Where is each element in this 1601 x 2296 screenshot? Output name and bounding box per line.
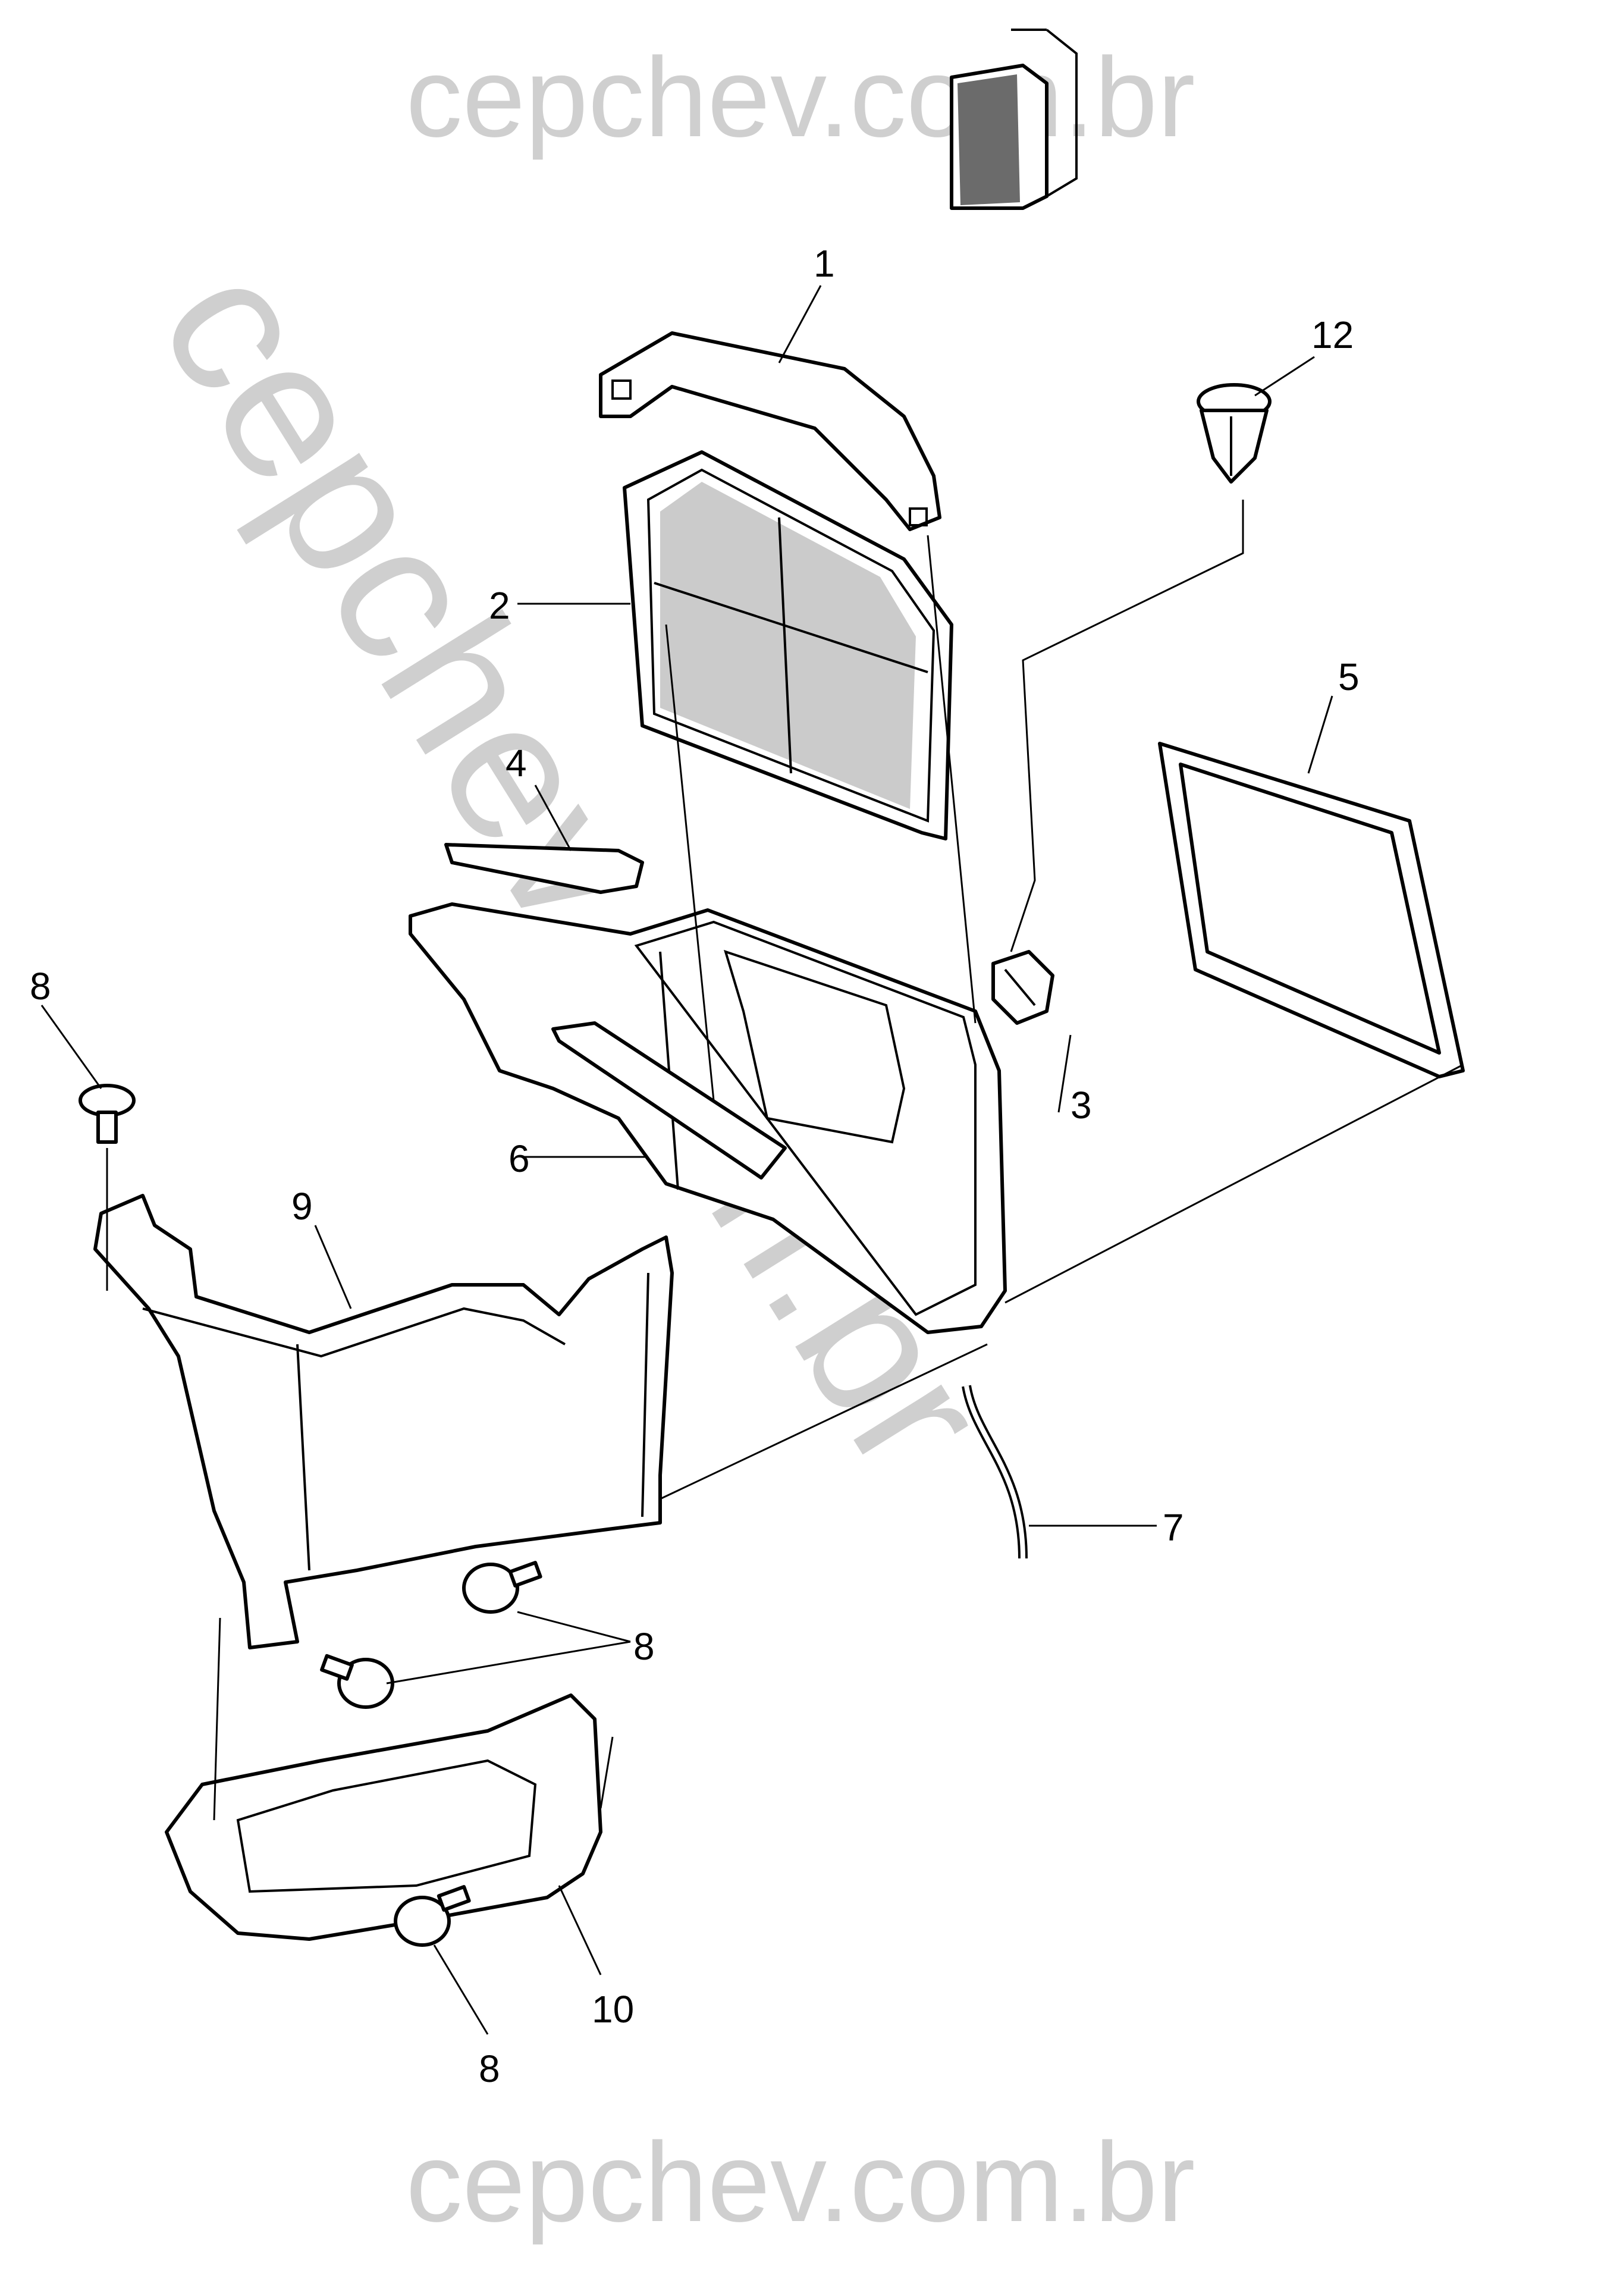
part-12-push-clip [1197, 383, 1272, 484]
callout-8-top: 8 [30, 965, 51, 1008]
callout-6: 6 [508, 1137, 530, 1180]
callout-4: 4 [506, 742, 527, 785]
part-6-filter-housing [409, 902, 1007, 1334]
callout-12: 12 [1311, 313, 1354, 356]
callout-7: 7 [1163, 1506, 1184, 1549]
reference-block [950, 29, 1078, 210]
part-9-lower-housing [93, 1194, 674, 1649]
watermark-bottom: cepchev.com.br [406, 2119, 1195, 2245]
part-5-seal-gasket [1158, 742, 1465, 1078]
callout-9: 9 [291, 1185, 313, 1228]
part-1-filter-cover [599, 331, 941, 531]
callout-8-middle: 8 [633, 1625, 655, 1668]
part-8-bolt-a [79, 1084, 136, 1144]
callout-5: 5 [1338, 655, 1360, 698]
part-8-bolt-d [394, 1885, 471, 1947]
callout-2: 2 [489, 584, 510, 627]
part-4-strip [444, 843, 644, 894]
part-8-bolt-b [462, 1561, 542, 1614]
callout-3: 3 [1071, 1084, 1092, 1127]
callout-10: 10 [592, 1988, 634, 2031]
part-10-lower-duct [165, 1693, 602, 1941]
leader-lines [40, 285, 1464, 2035]
part-3-clip [991, 950, 1054, 1025]
part-8-bolt-c [320, 1654, 394, 1709]
callout-8-bottom: 8 [479, 2047, 500, 2090]
watermark-top: cepchev.com.br [406, 34, 1195, 161]
part-7-drain-tube [962, 1385, 1028, 1559]
part-2-cabin-filter [623, 450, 953, 840]
callout-1: 1 [814, 242, 835, 285]
